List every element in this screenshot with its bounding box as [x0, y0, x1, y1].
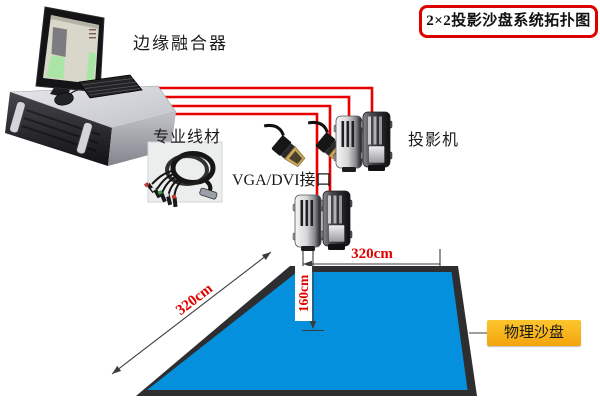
professional-cable-label: 专业线材 — [153, 129, 222, 146]
dimension-lines — [111, 247, 488, 375]
keyboard — [78, 74, 143, 99]
dimension-height-label-bg — [295, 266, 312, 321]
server-handle-right — [76, 121, 93, 155]
mouse — [54, 88, 85, 106]
server-side-face — [108, 112, 176, 166]
video-cable-3 — [154, 104, 332, 193]
video-cables — [152, 86, 374, 197]
vga-dvi-label: VGA/DVI接口 — [232, 172, 332, 189]
projector-unit-3 — [292, 194, 324, 252]
screen-text-lines — [89, 29, 96, 39]
depth-dimension-line — [111, 251, 272, 375]
bnc-plugs — [143, 182, 178, 208]
physical-sandbox-label: 物理沙盘 — [487, 320, 581, 346]
arrowhead-upright-icon — [261, 252, 271, 260]
projector-unit-1 — [333, 115, 365, 173]
screen-menubar — [50, 15, 99, 29]
video-cable-1 — [158, 86, 374, 114]
video-cable-4 — [152, 112, 319, 197]
projector-label: 投影机 — [408, 132, 460, 149]
cable-photo — [143, 141, 223, 208]
projector-unit-4 — [320, 190, 353, 251]
arrowhead-downleft-icon — [112, 365, 122, 374]
dimension-depth-text: 320cm — [173, 280, 216, 318]
arrowhead-left-icon — [303, 260, 312, 268]
diagram-title: 2×2投影沙盘系统拓扑图 — [419, 5, 598, 38]
dimension-height-text: 160cm — [296, 274, 311, 312]
projector-unit-2 — [360, 111, 393, 172]
monitor — [35, 6, 105, 98]
screen-green-block-right — [86, 52, 96, 82]
screen-left-panel — [51, 27, 67, 57]
dimension-width-text: 320cm — [351, 246, 393, 262]
screen-green-block-left — [46, 55, 65, 79]
arrowhead-down-icon — [309, 321, 317, 329]
dimension-arrowheads — [112, 252, 317, 374]
video-cable-2 — [156, 95, 351, 118]
edge-blender-server — [5, 85, 177, 166]
edge-blender-label: 边缘融合器 — [133, 34, 228, 53]
server-handle-left — [9, 100, 26, 134]
